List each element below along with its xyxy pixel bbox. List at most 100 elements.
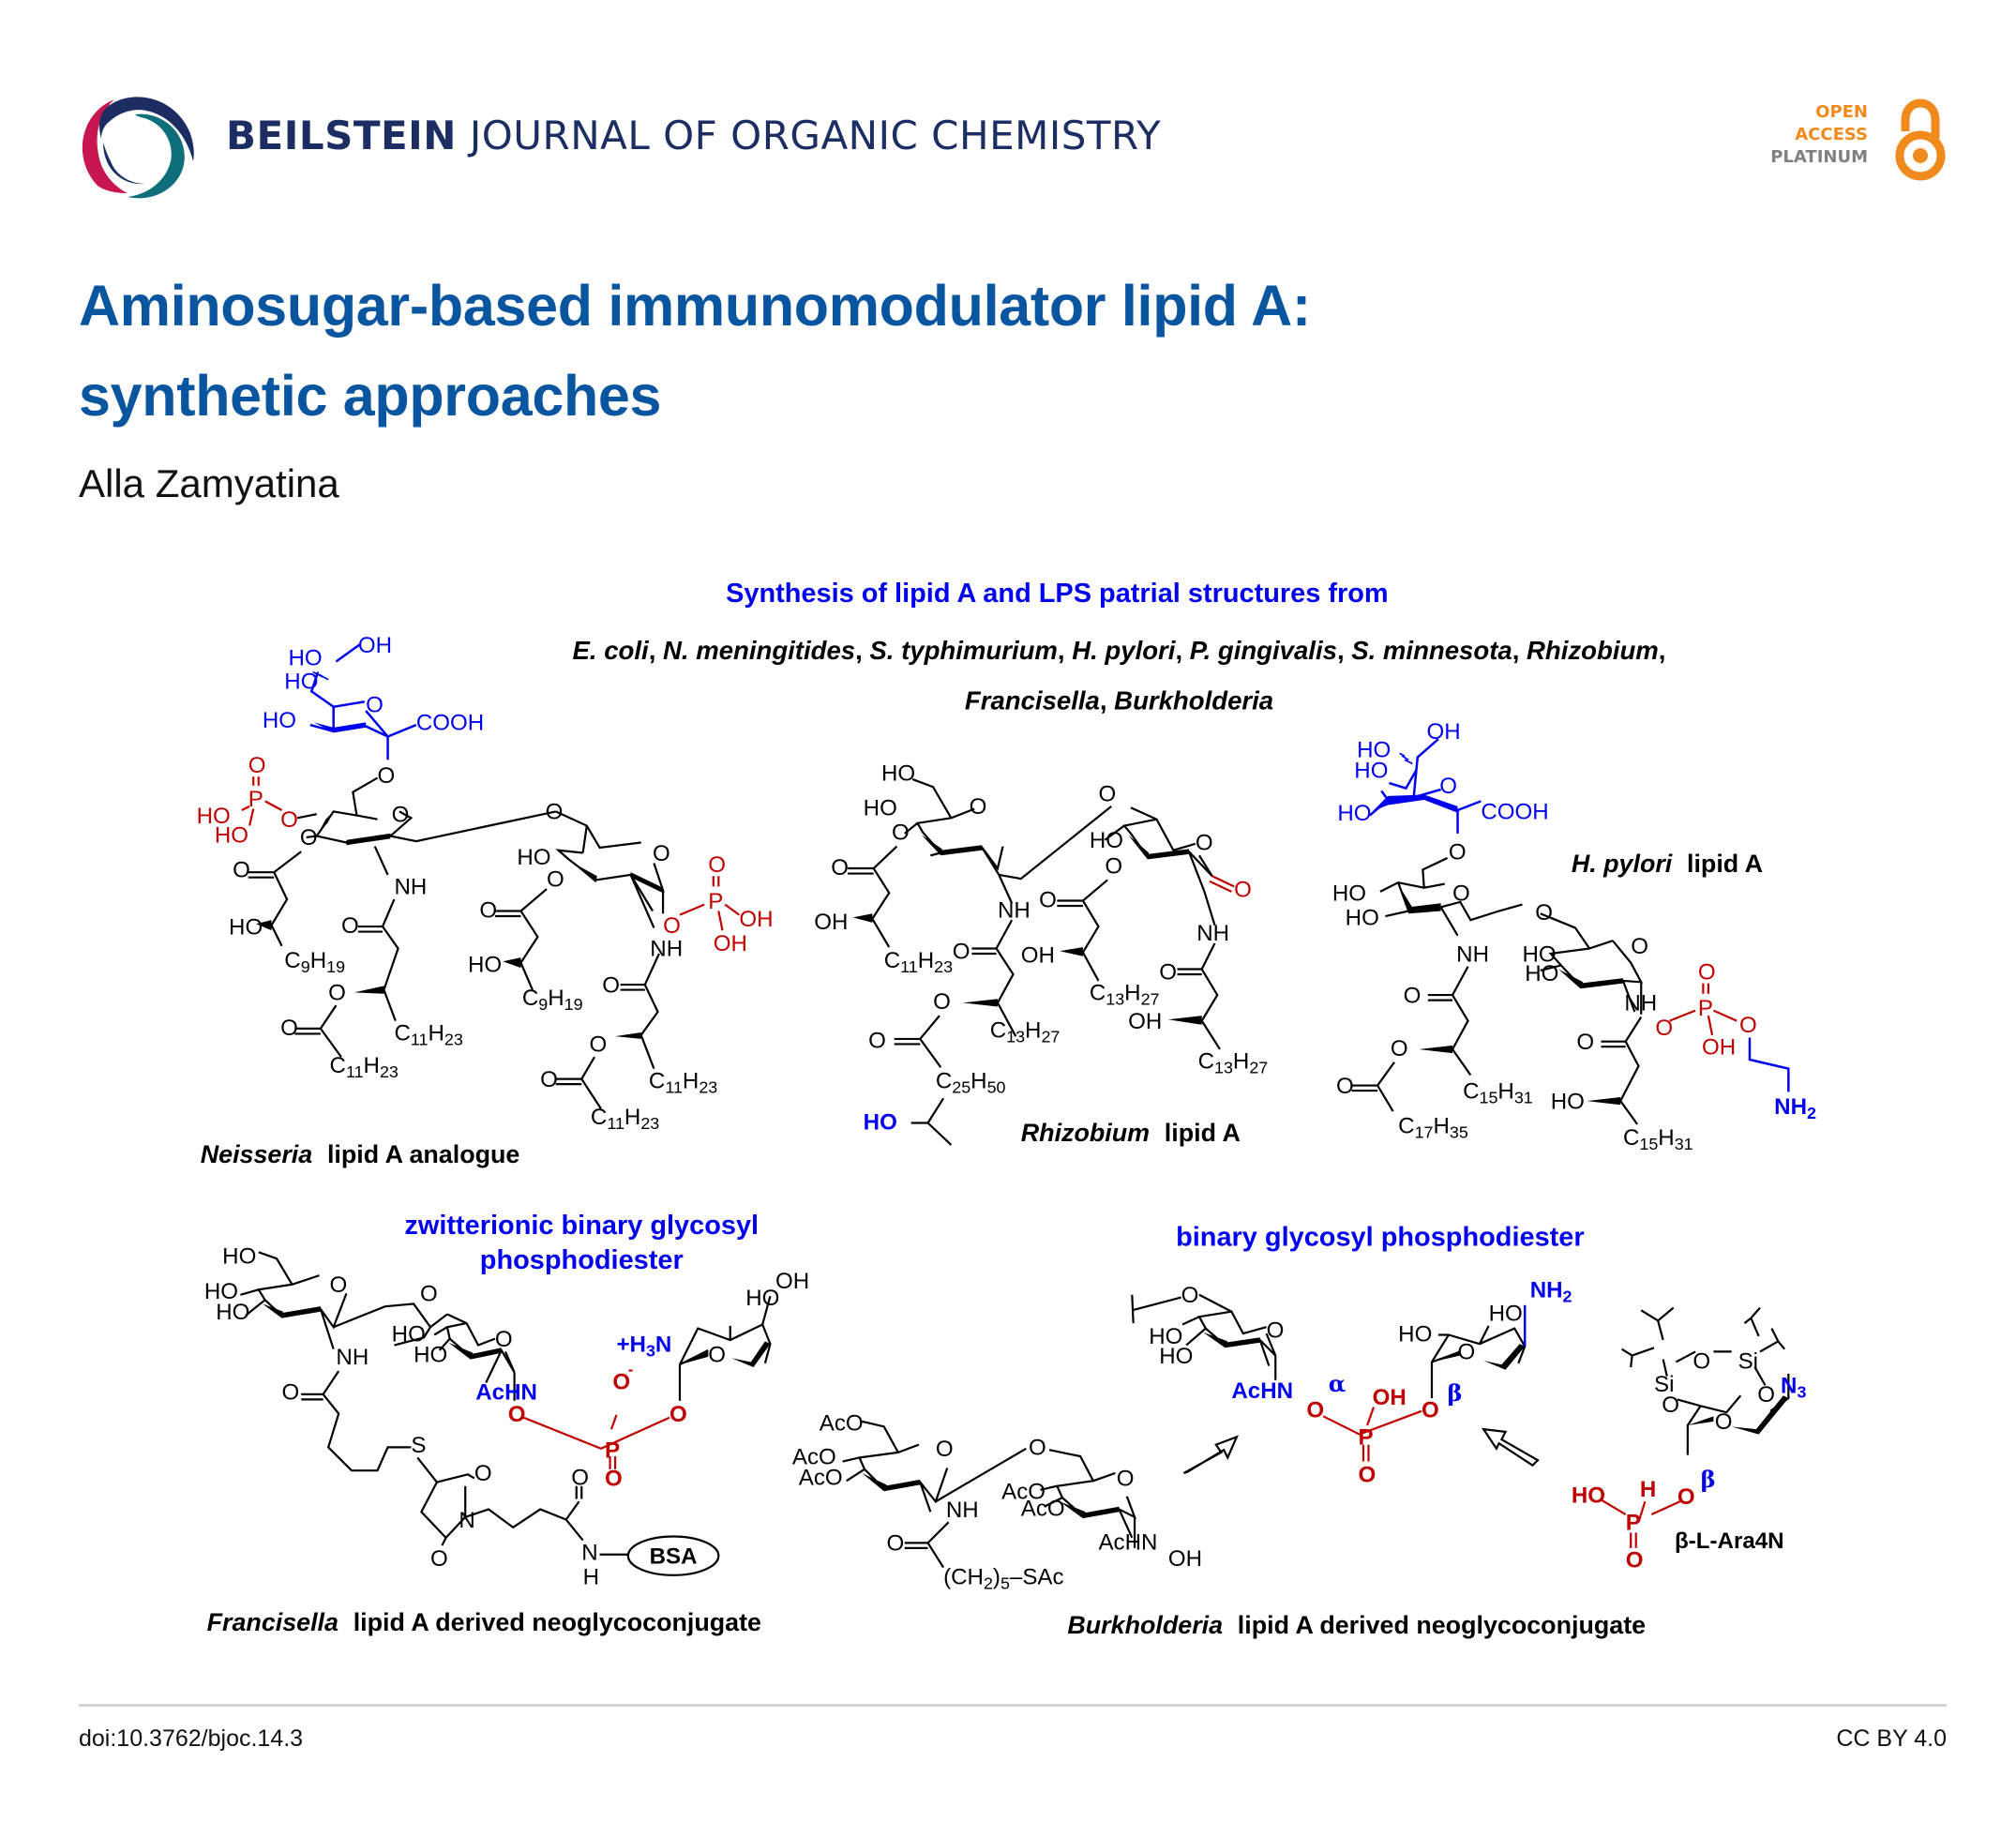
phosphodiester-group: O P O - O O (508, 1361, 687, 1492)
atom-label: β (1701, 1466, 1716, 1493)
subscript: 11 (346, 1062, 364, 1081)
ga-heading: Synthesis of lipid A and LPS patrial str… (726, 579, 1389, 609)
atom-label: HO (1525, 961, 1558, 986)
license-link[interactable]: CC BY 4.0 (1836, 1725, 1947, 1752)
atom-label: AcO (792, 1444, 836, 1469)
burkholderia-structure: binary glycosyl phosphodiester AcO AcO A… (792, 1222, 1807, 1638)
atom-label: OH (1373, 1385, 1407, 1410)
atom-label: HO (1337, 801, 1371, 826)
formula-part: C (330, 1053, 346, 1078)
atom-label: OH (814, 910, 848, 935)
atom-label: HO (1398, 1321, 1432, 1347)
atom-label: O (366, 692, 384, 717)
atom-label: OH (1021, 943, 1055, 969)
species-name: N. meningitides (663, 636, 855, 665)
subscript: 25 (952, 1078, 970, 1097)
subscript: 17 (1415, 1123, 1434, 1142)
atom-label: O (1267, 1318, 1285, 1343)
atom-label: HO (222, 1244, 256, 1270)
subscript: 5 (1000, 1574, 1010, 1593)
atom-label: NH (998, 897, 1031, 923)
doi-link[interactable]: doi:10.3762/bjoc.14.3 (79, 1725, 304, 1752)
atom-label: HO (392, 1321, 426, 1347)
atom-label: HO (1346, 906, 1379, 931)
formula-part: –SAc (1010, 1564, 1064, 1589)
formula-part: H (918, 948, 934, 973)
species-separator: , (1058, 636, 1072, 665)
label-italic: Neisseria (201, 1140, 313, 1168)
atom-label: O (1358, 1463, 1376, 1488)
subscript: 15 (1479, 1089, 1497, 1107)
atom-label: Si (1654, 1372, 1674, 1397)
subscript: 3 (646, 1342, 655, 1361)
subscript: 3 (1797, 1383, 1806, 1402)
atom-label: O (479, 897, 497, 923)
formula-part: N (655, 1332, 671, 1357)
atom-label: O (602, 972, 620, 998)
article-title: Aminosugar-based immunomodulator lipid A… (79, 261, 1311, 441)
formula-part: NH (1530, 1278, 1563, 1303)
atom-label: O (1181, 1283, 1199, 1308)
francisella-label: Francisella lipid A derived neoglycoconj… (207, 1608, 761, 1636)
atom-label: O (708, 852, 726, 878)
species-name: Burkholderia (1114, 686, 1273, 715)
formula-part: C (591, 1105, 607, 1130)
atom-label: O (328, 981, 346, 1006)
atom-label: O (868, 1029, 886, 1054)
atom-label: AcHN (1098, 1529, 1157, 1555)
atom-label: HO (1090, 828, 1123, 853)
atom-label: HO (288, 646, 322, 671)
open-access-text: OPEN ACCESS PLATINUM (1770, 101, 1868, 169)
formula-part: C (394, 1020, 410, 1046)
atom-label: C15H31 (1623, 1125, 1693, 1153)
species-name: S. typhimurium (869, 636, 1058, 665)
atom-label: NH2 (1530, 1278, 1572, 1306)
species-separator: , (1337, 636, 1351, 665)
atom-label: O (1039, 887, 1057, 912)
atom-label: OH (1702, 1034, 1736, 1060)
subscript: 23 (934, 958, 953, 977)
atom-label: O (1404, 983, 1422, 1008)
binary-glycosyl-heading: binary glycosyl phosphodiester (1176, 1222, 1585, 1252)
atom-label: O (1631, 934, 1648, 959)
label-rest: lipid A (1165, 1119, 1241, 1147)
atom-label: O (1029, 1436, 1046, 1461)
subscript: 15 (1639, 1135, 1658, 1153)
atom-label: C15H31 (1463, 1078, 1533, 1107)
formula-part: C (1463, 1078, 1479, 1104)
atom-label: O (540, 1067, 558, 1092)
species-list-line1: E. coli, N. meningitides, S. typhimurium… (573, 636, 1666, 665)
subscript: 19 (326, 958, 345, 977)
subscript: 13 (1106, 990, 1124, 1009)
atom-label: AcHN (1231, 1378, 1293, 1404)
formula-part: C (1623, 1125, 1639, 1151)
hpylori-label: H. pylori lipid A (1572, 850, 1763, 878)
atom-label: O (1677, 1484, 1695, 1510)
atom-label: HO (468, 952, 502, 977)
atom-label: O (430, 1546, 448, 1572)
atom-label: HO (1551, 1089, 1585, 1114)
atom-label: OH (739, 907, 773, 932)
atom-label: O (1757, 1382, 1775, 1408)
atom-label: C13H27 (1198, 1049, 1269, 1077)
atom-label: O (1422, 1398, 1439, 1423)
atom-label: HO (1357, 738, 1391, 763)
francisella-structure: zwitterionic binary glycosyl phosphodies… (204, 1211, 809, 1636)
atom-label: O (420, 1282, 438, 1307)
hpylori-structure: OH HO HO HO O COOH O HO HO O O NH O O O … (1332, 719, 1816, 1153)
atom-label: O (886, 1531, 904, 1557)
atom-label: BSA (650, 1543, 698, 1569)
atom-label: - (628, 1361, 634, 1378)
atom-label: O (1306, 1398, 1324, 1423)
formula-part: (CH (943, 1564, 984, 1589)
formula-part: H (683, 1068, 699, 1093)
formula-part: C (936, 1068, 952, 1093)
atom-label: HO (197, 804, 231, 829)
species-name: Rhizobium (1527, 636, 1659, 665)
atom-label: AcO (820, 1410, 864, 1436)
atom-label: HO (215, 822, 248, 848)
atom-label: COOH (416, 711, 484, 736)
atom-label: C25H50 (936, 1068, 1006, 1096)
atom-label: O (1234, 877, 1252, 902)
atom-label: O (233, 858, 250, 883)
